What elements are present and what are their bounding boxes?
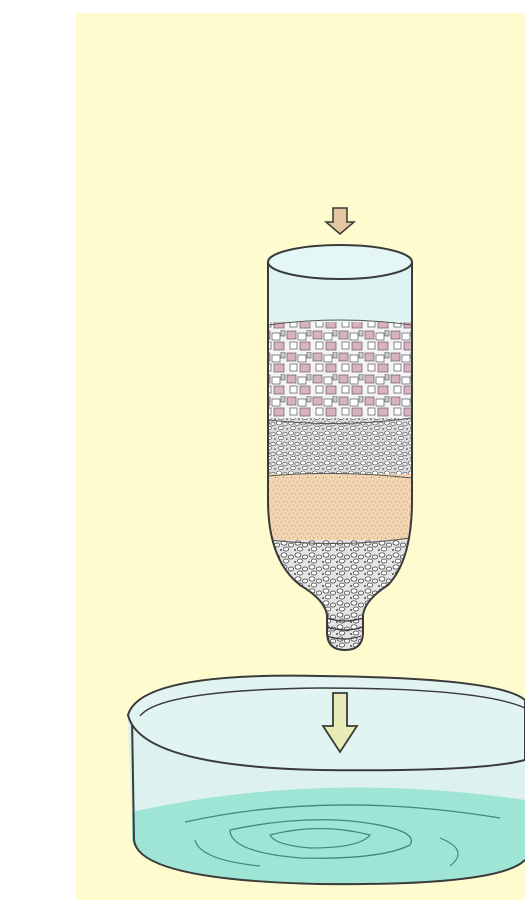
filter-bottle — [260, 245, 420, 660]
bottom-gravel-layer — [260, 540, 420, 660]
sand-layer — [260, 474, 420, 542]
pink-gravel-layer — [260, 322, 420, 420]
collection-dish — [128, 676, 525, 884]
fine-gravel-layer — [260, 418, 420, 480]
down-arrow-icon — [326, 208, 354, 234]
